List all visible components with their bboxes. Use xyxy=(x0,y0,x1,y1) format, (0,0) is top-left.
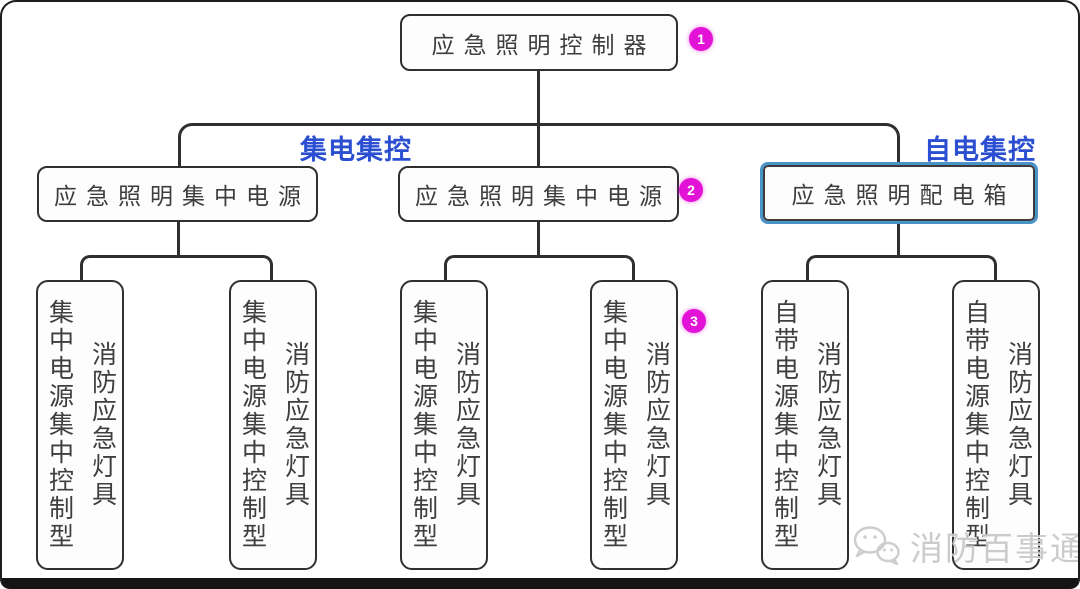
vertical-text-col2: 消防应急灯具 xyxy=(1004,341,1032,509)
branch-label-centralized-power: 集电集控 xyxy=(300,135,412,165)
node-luminaire-3: 集中电源集中控制型 消防应急灯具 xyxy=(400,280,488,570)
vertical-text-col2: 消防应急灯具 xyxy=(813,341,841,509)
vertical-text-col1: 集中电源集中控制型 xyxy=(409,299,437,551)
vertical-text-col2: 消防应急灯具 xyxy=(88,341,116,509)
badge-3: 3 xyxy=(682,309,706,333)
connector-bracket-left xyxy=(80,255,273,280)
node-central-power-supply-middle: 应急照明集中电源 xyxy=(398,166,679,222)
node-luminaire-5: 自带电源集中控制型 消防应急灯具 xyxy=(761,280,849,570)
connector-root-stub xyxy=(537,71,540,166)
vertical-text-col2: 消防应急灯具 xyxy=(642,341,670,509)
connector-stub-left xyxy=(177,222,180,256)
node-label: 应急照明配电箱 xyxy=(791,183,1016,208)
node-emergency-lighting-controller: 应急照明控制器 xyxy=(400,14,678,71)
node-luminaire-2: 集中电源集中控制型 消防应急灯具 xyxy=(229,280,317,570)
node-luminaire-1: 集中电源集中控制型 消防应急灯具 xyxy=(36,280,124,570)
branch-label-self-power: 自电集控 xyxy=(924,135,1036,165)
node-label: 应急照明集中电源 xyxy=(54,184,310,209)
connector-stub-middle xyxy=(537,222,540,256)
node-label: 应急照明控制器 xyxy=(431,32,656,58)
connector-bracket-right xyxy=(806,255,997,280)
vertical-text-col1: 集中电源集中控制型 xyxy=(238,299,266,551)
node-distribution-box-highlighted: 应急照明配电箱 xyxy=(760,162,1038,224)
node-label: 应急照明集中电源 xyxy=(415,184,671,209)
vertical-text-col1: 自带电源集中控制型 xyxy=(770,299,798,551)
wechat-icon xyxy=(853,526,900,566)
connector-stub-right xyxy=(897,224,900,256)
vertical-text-col2: 消防应急灯具 xyxy=(452,341,480,509)
node-luminaire-4: 集中电源集中控制型 消防应急灯具 xyxy=(590,280,678,570)
vertical-text-col1: 集中电源集中控制型 xyxy=(45,299,73,551)
connector-main-bracket xyxy=(178,123,900,167)
node-luminaire-6: 自带电源集中控制型 消防应急灯具 xyxy=(952,280,1040,570)
connector-bracket-middle xyxy=(444,255,635,280)
node-central-power-supply-left: 应急照明集中电源 xyxy=(37,166,318,222)
vertical-text-col1: 集中电源集中控制型 xyxy=(599,299,627,551)
vertical-text-col1: 自带电源集中控制型 xyxy=(961,299,989,551)
vertical-text-col2: 消防应急灯具 xyxy=(281,341,309,509)
badge-2: 2 xyxy=(679,178,703,202)
badge-1: 1 xyxy=(689,27,713,51)
